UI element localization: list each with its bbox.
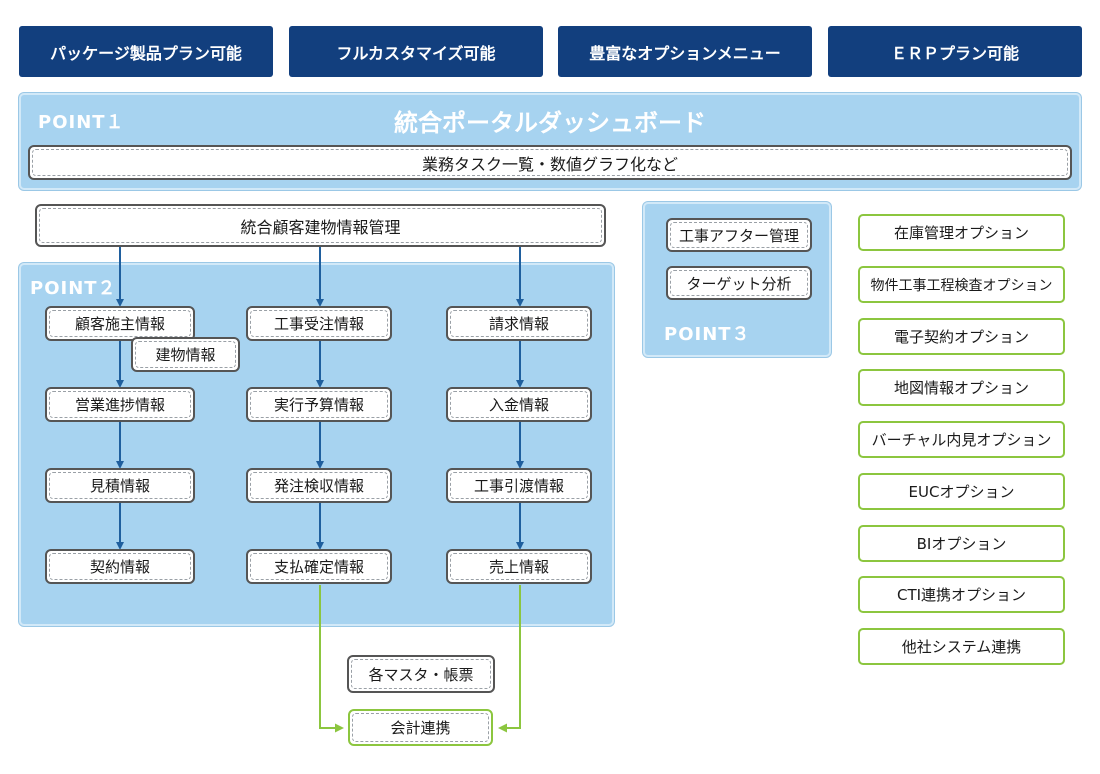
flow-box-building: 建物情報: [131, 337, 240, 372]
flow-box-label: 営業進捗情報: [74, 396, 165, 414]
option-menu-button[interactable]: 豊富なオプションメニュー: [558, 26, 812, 77]
option-label: 物件工事工程検査オプション: [870, 277, 1053, 294]
flow-box-estimate: 見積情報: [45, 468, 195, 503]
master-forms-box: 各マスタ・帳票: [347, 655, 495, 693]
flow-box-budget: 実行予算情報: [246, 387, 392, 422]
full-customize-button[interactable]: フルカスタマイズ可能: [289, 26, 543, 77]
flow-box-order-received: 工事受注情報: [246, 306, 392, 341]
accounting-link-label: 会計連携: [390, 719, 451, 737]
option-label: 地図情報オプション: [893, 379, 1029, 397]
option-label: 他社システム連携: [901, 638, 1022, 656]
package-plan-button[interactable]: パッケージ製品プラン可能: [19, 26, 273, 77]
option-label: BIオプション: [916, 535, 1007, 553]
erp-plan-button[interactable]: ＥＲＰプラン可能: [828, 26, 1082, 77]
option-virtual-viewing: バーチャル内見オプション: [858, 421, 1065, 458]
point3-target-analysis: ターゲット分析: [666, 266, 812, 300]
point2-label: POINT２: [30, 278, 117, 299]
flow-box-handover: 工事引渡情報: [446, 468, 592, 503]
point3-item-label: ターゲット分析: [686, 274, 792, 293]
option-euc: EUCオプション: [858, 473, 1065, 510]
flow-box-label: 売上情報: [488, 558, 549, 576]
flow-box-deposit: 入金情報: [446, 387, 592, 422]
option-cti: CTI連携オプション: [858, 576, 1065, 613]
option-inventory: 在庫管理オプション: [858, 214, 1065, 251]
option-label: バーチャル内見オプション: [871, 431, 1052, 449]
point1-label: POINT１: [38, 112, 125, 133]
option-label: EUCオプション: [908, 483, 1015, 501]
flow-box-label: 見積情報: [89, 477, 150, 495]
point3-after-management: 工事アフター管理: [666, 218, 812, 252]
flow-box-label: 入金情報: [488, 396, 549, 414]
point1-subtitle-box: 業務タスク一覧・数値グラフ化など: [28, 145, 1072, 180]
option-label: CTI連携オプション: [896, 586, 1027, 604]
integrated-customer-building-box: 統合顧客建物情報管理: [35, 204, 606, 247]
point3-label: POINT３: [664, 324, 751, 345]
point3-item-label: 工事アフター管理: [678, 226, 799, 245]
point1-title: 統合ポータルダッシュボード: [394, 109, 706, 137]
flow-box-label: 建物情報: [155, 346, 216, 364]
flow-box-purchase-inspection: 発注検収情報: [246, 468, 392, 503]
flow-box-contract: 契約情報: [45, 549, 195, 584]
option-e-contract: 電子契約オプション: [858, 318, 1065, 355]
accounting-link-box: 会計連携: [348, 709, 493, 746]
flow-box-label: 発注検収情報: [273, 477, 364, 495]
master-forms-label: 各マスタ・帳票: [368, 665, 474, 684]
integrated-box-label: 統合顧客建物情報管理: [240, 217, 401, 237]
flow-box-label: 支払確定情報: [273, 558, 364, 576]
flow-box-billing: 請求情報: [446, 306, 592, 341]
option-other-system: 他社システム連携: [858, 628, 1065, 665]
option-label: 在庫管理オプション: [893, 224, 1029, 242]
option-map: 地図情報オプション: [858, 369, 1065, 406]
flow-box-sales-progress: 営業進捗情報: [45, 387, 195, 422]
flow-box-label: 工事受注情報: [273, 315, 364, 333]
flow-box-label: 契約情報: [89, 558, 150, 576]
flow-box-payment: 支払確定情報: [246, 549, 392, 584]
flow-box-sales: 売上情報: [446, 549, 592, 584]
option-label: 電子契約オプション: [893, 328, 1029, 346]
flow-box-label: 顧客施主情報: [74, 315, 165, 333]
flow-box-label: 実行予算情報: [273, 396, 364, 414]
flow-box-customer: 顧客施主情報: [45, 306, 195, 341]
option-construction-inspection: 物件工事工程検査オプション: [858, 266, 1065, 303]
point1-subtitle: 業務タスク一覧・数値グラフ化など: [421, 154, 678, 174]
flow-box-label: 工事引渡情報: [473, 477, 564, 495]
option-bi: BIオプション: [858, 525, 1065, 562]
flow-box-label: 請求情報: [488, 315, 549, 333]
